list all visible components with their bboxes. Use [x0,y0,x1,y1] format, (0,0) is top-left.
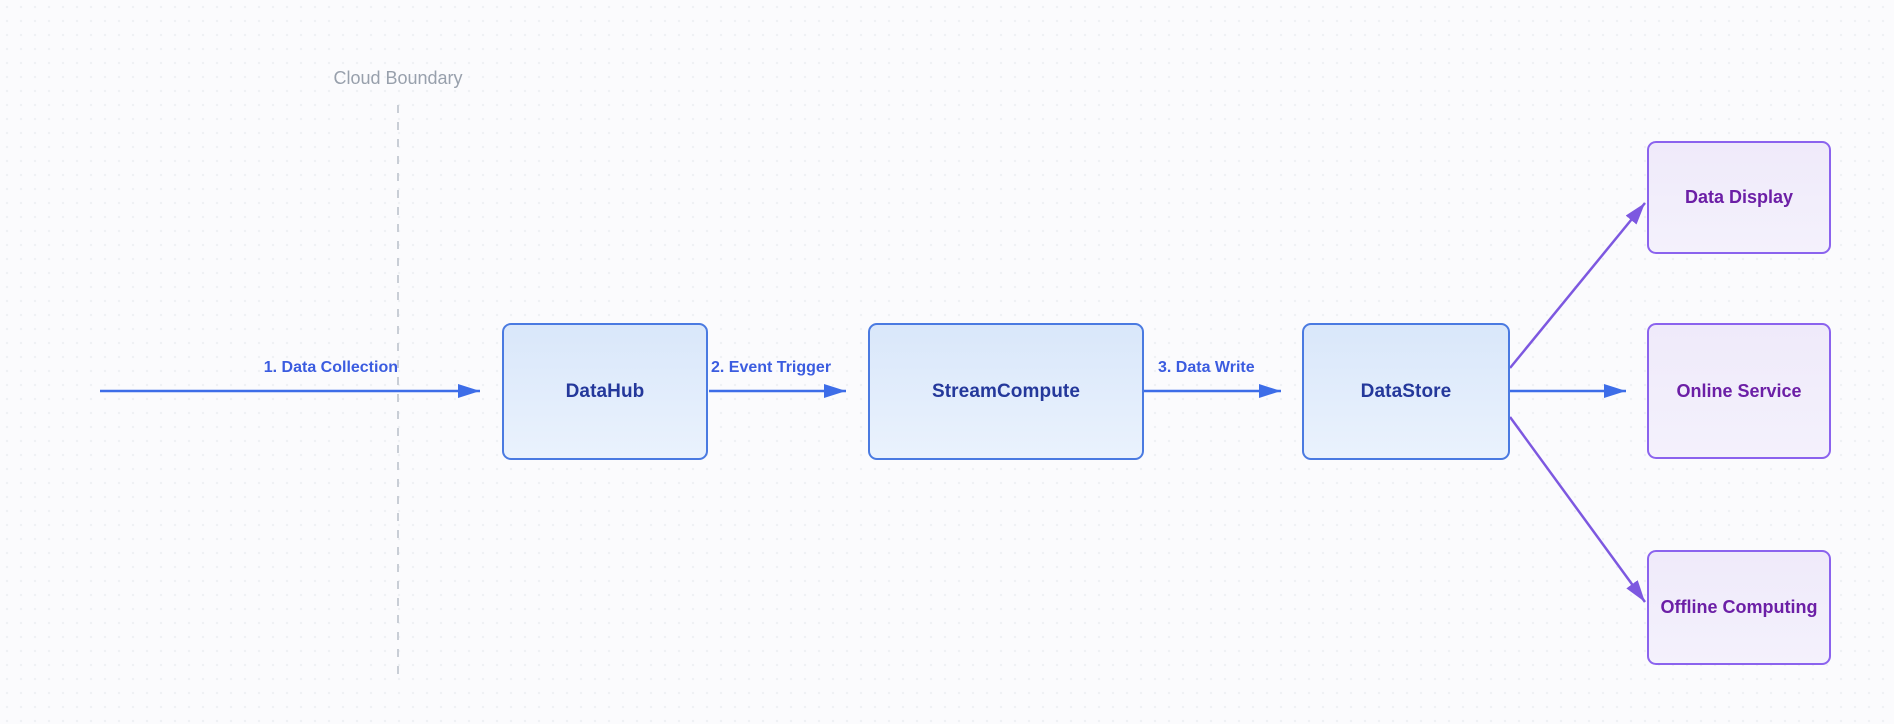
node-datahub-label: DataHub [565,380,645,402]
node-online-service[interactable]: Online Service [1647,323,1831,459]
node-offline-computing[interactable]: Offline Computing [1647,550,1831,665]
node-offline-computing-label: Offline Computing [1660,597,1818,617]
cloud-boundary-label: Cloud Boundary [333,68,463,88]
node-datastore-label: DataStore [1360,380,1452,402]
node-online-service-label: Online Service [1676,380,1802,401]
edge-datastore-to-offline-computing-arrow [1508,416,1647,603]
edge-label-data-write: 3. Data Write [1158,359,1255,376]
node-datastore[interactable]: DataStore [1302,323,1510,460]
node-data-display[interactable]: Data Display [1647,141,1831,254]
node-streamcompute-label: StreamCompute [931,380,1081,402]
edge-label-event-trigger: 2. Event Trigger [711,359,832,376]
edge-datastore-to-data-display-arrow [1509,202,1646,369]
node-streamcompute[interactable]: StreamCompute [868,323,1144,460]
node-datahub[interactable]: DataHub [502,323,708,460]
node-data-display-label: Data Display [1684,187,1794,207]
edge-label-data-collection: 1. Data Collection [263,359,398,376]
